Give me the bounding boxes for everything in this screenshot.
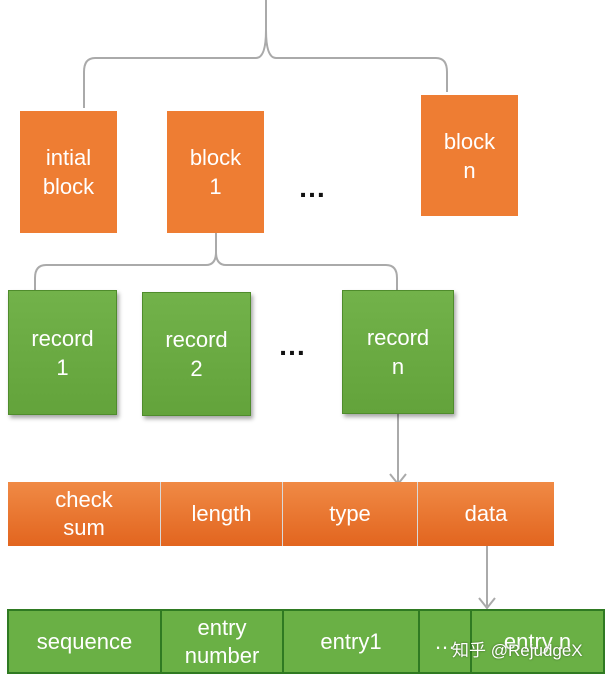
records-brace [34, 232, 398, 290]
record-2: record 2 [142, 292, 251, 416]
records-ellipsis: … [278, 330, 307, 361]
length-field: length [161, 482, 283, 546]
checksum-field: check sum [8, 482, 161, 546]
block-1: block 1 [167, 111, 264, 233]
entry-n-field: entry n [470, 609, 605, 674]
entry-number-field: entry number [160, 609, 284, 674]
watermark: 知乎 @RejudgeX [452, 641, 583, 660]
data-arrow-head [478, 597, 496, 610]
record-n: record n [342, 290, 454, 414]
entry1-field: entry1 [282, 609, 420, 674]
record-1: record 1 [8, 290, 117, 415]
blocks-brace [83, 0, 448, 108]
blocks-ellipsis: … [298, 172, 327, 203]
data-field: data [464, 501, 508, 526]
record-fields-row: check sum length type data [8, 482, 554, 546]
initial-block: intial block [20, 111, 117, 233]
type-field: type [283, 482, 418, 546]
data-entries-row: sequence entry number entry1 … entry n [7, 609, 607, 674]
block-n: block n [421, 95, 518, 216]
sequence-field: sequence [7, 609, 162, 674]
